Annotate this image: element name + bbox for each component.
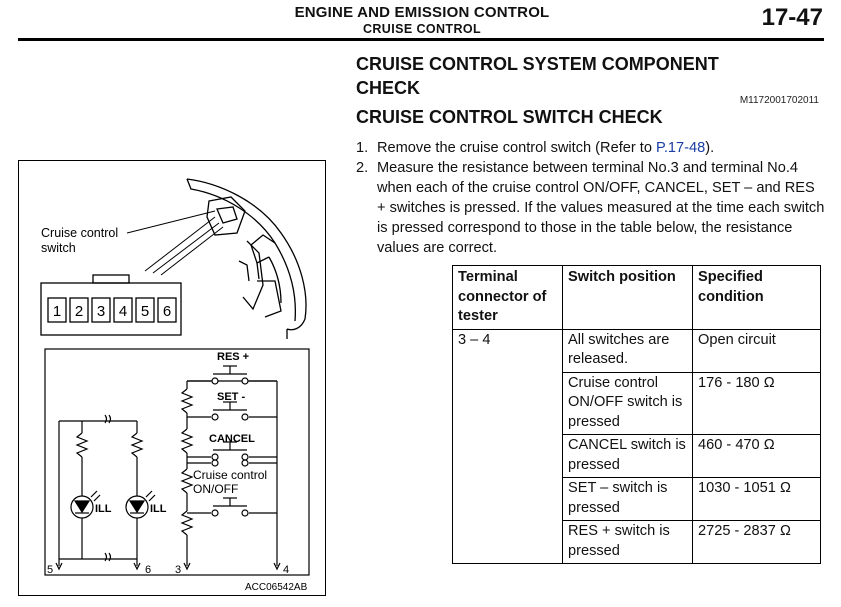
ill-label-right: ILL — [150, 503, 167, 515]
pin-label: 6 — [163, 303, 171, 320]
res-plus-label: RES + — [217, 351, 249, 363]
switch-diagram-svg: Cruise control switch 1 2 3 4 5 6 — [40, 178, 310, 593]
switch-position-cell: SET – switch is pressed — [562, 477, 693, 521]
header-title: ENGINE AND EMISSION CONTROL — [294, 4, 550, 21]
switch-labels: RES + SET - CANCEL — [209, 351, 255, 445]
section-title-line2: CHECK — [356, 78, 421, 98]
section-title-line1: CRUISE CONTROL SYSTEM COMPONENT — [356, 54, 719, 74]
header-switch-position: Switch position — [562, 265, 693, 330]
terminal-6-label: 6 — [145, 564, 151, 576]
terminal-5-label: 5 — [47, 564, 53, 576]
step-text: Measure the resistance between terminal … — [377, 160, 825, 256]
table-row: CANCEL switch is pressed 460 - 470 Ω — [453, 434, 821, 478]
pin-label: 1 — [53, 303, 61, 320]
ill-label-left: ILL — [95, 503, 112, 515]
table-row: SET – switch is pressed 1030 - 1051 Ω — [453, 477, 821, 521]
table-row: 3 – 4 All switches are released. Open ci… — [452, 328, 821, 564]
leader-lines — [126, 210, 224, 276]
connector-pin-labels: 1 2 3 4 5 6 — [53, 303, 171, 320]
circuit-frame — [44, 348, 310, 576]
step-2: 2. Measure the resistance between termin… — [356, 158, 826, 258]
terminal-labels: 5 6 3 4 — [47, 564, 289, 576]
ill-labels: ILL ILL — [95, 503, 167, 515]
condition-cell: Open circuit — [692, 328, 821, 373]
switch-diagram: Cruise control switch 1 2 3 4 5 6 — [18, 160, 326, 596]
connector — [40, 274, 182, 336]
switch-position-cell: Cruise control ON/OFF switch is pressed — [562, 371, 693, 435]
procedure-steps: 1. Remove the cruise control switch (Ref… — [356, 138, 826, 258]
switch-position-cell: All switches are released. — [562, 328, 693, 373]
circuit-wiring — [58, 365, 278, 566]
terminal-arrows — [55, 562, 281, 571]
switch-label-line1: Cruise control — [41, 226, 118, 240]
condition-cell: 1030 - 1051 Ω — [692, 477, 821, 521]
cancel-label: CANCEL — [209, 433, 255, 445]
cruise-control-label: Cruise control — [193, 468, 267, 482]
terminal-cell: 3 – 4 — [452, 328, 563, 564]
switch-position-cell: CANCEL switch is pressed — [562, 434, 693, 478]
step-1: 1. Remove the cruise control switch (Ref… — [356, 138, 826, 158]
pin-label: 3 — [97, 303, 105, 320]
step-number: 1. — [356, 140, 369, 156]
page-reference-link[interactable]: P.17-48 — [656, 140, 706, 156]
pin-label: 4 — [119, 303, 127, 320]
set-minus-label: SET - — [217, 391, 245, 403]
illumination-lamp-left — [70, 490, 101, 519]
condition-cell: 460 - 470 Ω — [692, 434, 821, 478]
terminal-4-label: 4 — [283, 564, 289, 576]
step-number: 2. — [356, 160, 369, 176]
switch-label-line2: switch — [41, 241, 76, 255]
condition-cell: 2725 - 2837 Ω — [692, 520, 821, 564]
step-text: Remove the cruise control switch (Refer … — [377, 138, 826, 158]
step-text-before: Remove the cruise control switch (Refer … — [377, 140, 657, 156]
figure-code: ACC06542AB — [245, 582, 308, 593]
table-row: RES + switch is pressed 2725 - 2837 Ω — [453, 520, 821, 564]
page-number: 17-47 — [761, 4, 823, 31]
header-rule — [18, 38, 824, 41]
on-off-label: ON/OFF — [193, 482, 238, 496]
subsection-title: CRUISE CONTROL SWITCH CHECK — [356, 107, 663, 127]
step-text-after: ). — [705, 140, 715, 156]
resistance-table: Terminal connector of tester Switch posi… — [452, 265, 821, 564]
header-terminal-connector: Terminal connector of tester — [452, 265, 563, 330]
document-code: M1172001702011 — [739, 95, 819, 106]
terminal-3-label: 3 — [175, 564, 181, 576]
header-specified-condition: Specified condition — [692, 265, 821, 330]
condition-cell: 176 - 180 Ω — [692, 371, 821, 435]
table-row: Cruise control ON/OFF switch is pressed … — [453, 371, 821, 435]
section-title: CRUISE CONTROL SYSTEM COMPONENT CHECK — [356, 52, 796, 100]
header-subtitle: CRUISE CONTROL — [362, 22, 482, 36]
pin-label: 2 — [75, 303, 83, 320]
illumination-lamp-right — [125, 490, 156, 519]
table-header-row: Terminal connector of tester Switch posi… — [452, 265, 821, 330]
steering-switch-illustration — [186, 178, 307, 339]
pin-label: 5 — [141, 303, 149, 320]
switch-position-cell: RES + switch is pressed — [562, 520, 693, 564]
